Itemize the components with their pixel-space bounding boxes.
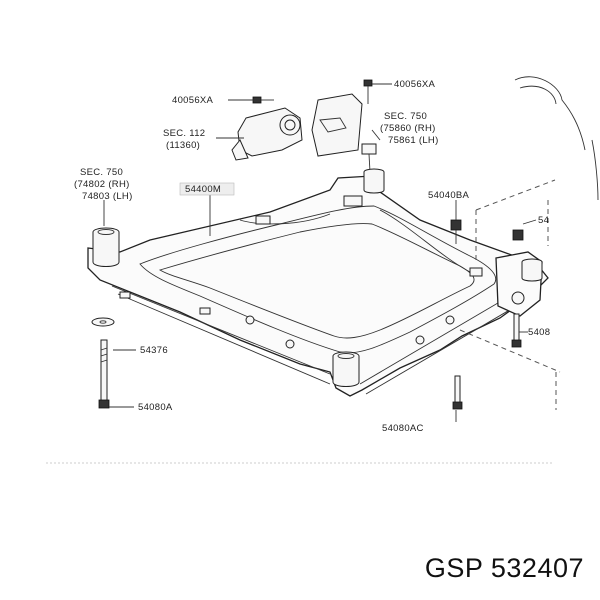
edge-curve <box>591 139 599 201</box>
subframe-54400m <box>87 175 549 397</box>
label-54080a: 54080A <box>138 402 173 413</box>
label-sec112: SEC. 112 <box>163 128 205 139</box>
guide-dashed-2 <box>475 179 556 211</box>
bolt-40056xa-left <box>252 96 274 104</box>
label-sec750-left-lh: 74803 (LH) <box>82 191 133 202</box>
brand-part-number: GSP 532407 <box>424 553 584 583</box>
bolt-54080a <box>98 339 110 409</box>
heat-shield <box>311 93 363 157</box>
bushing-rear-right <box>363 168 385 194</box>
label-sec750-right-lh: 75861 (LH) <box>388 135 439 146</box>
bolt-54080ac <box>452 375 463 410</box>
bushing-rear-far <box>521 258 543 282</box>
sec750-right-mount <box>361 143 377 173</box>
label-sec112-sub: (11360) <box>166 140 200 151</box>
label-sec750-right-rh: (75860 (RH) <box>380 123 436 134</box>
bushing-front-left <box>92 227 120 267</box>
washer-54376 <box>91 317 115 327</box>
label-54376: 54376 <box>140 345 168 356</box>
leader-54-cut <box>522 219 537 225</box>
label-54400m-box <box>179 182 235 196</box>
label-sec750-right: SEC. 750 <box>384 111 427 122</box>
label-40056xa-right: 40056XA <box>394 79 436 90</box>
label-54080ac: 54080AC <box>382 423 424 434</box>
label-sec750-left-rh: (74802 (RH) <box>74 179 130 190</box>
bushing-front-right <box>332 351 360 387</box>
label-54040ba: 54040BA <box>428 190 470 201</box>
label-54400m: 54400M <box>185 184 221 195</box>
guide-dashed-3 <box>459 329 561 373</box>
top-right-fragment-inner <box>519 85 557 105</box>
right-upper-nut <box>512 229 524 241</box>
label-5408-cut: 5408 <box>528 327 550 338</box>
label-40056xa-left: 40056XA <box>172 95 214 106</box>
label-54-cut: 54 <box>538 215 549 226</box>
engine-mount-bracket <box>231 107 303 161</box>
label-sec750-left: SEC. 750 <box>80 167 123 178</box>
bolt-40056xa-right <box>363 79 373 104</box>
right-lower-bolt <box>511 313 522 348</box>
leader-sec750-b <box>371 129 381 141</box>
top-right-fragment <box>514 76 586 151</box>
